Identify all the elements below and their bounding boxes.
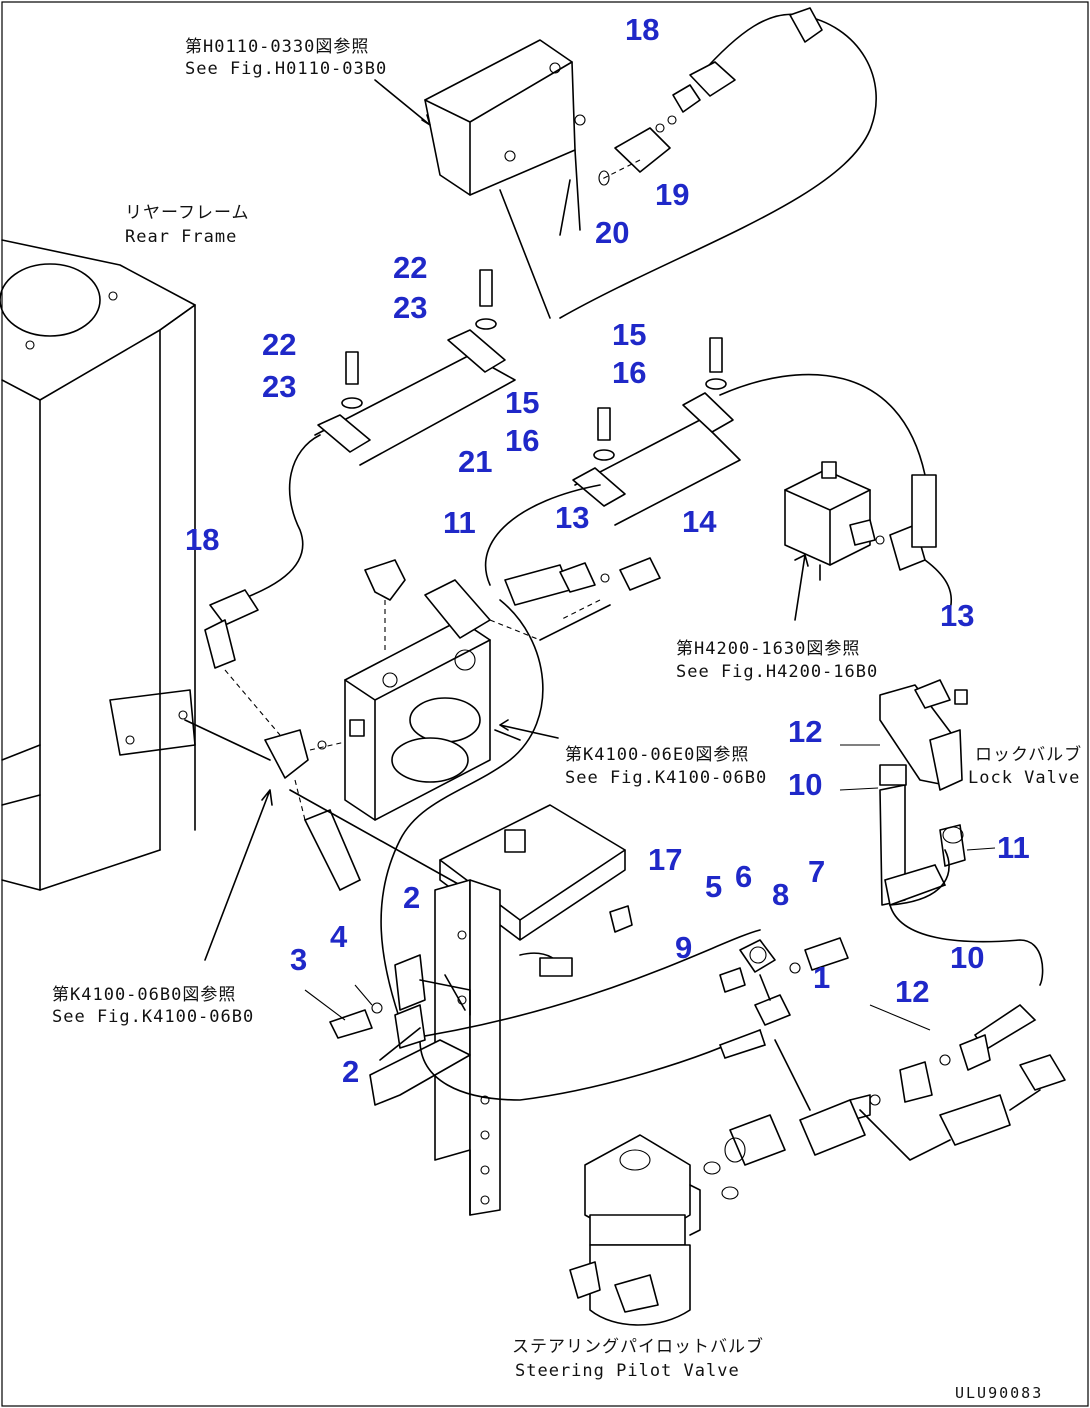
- callout-23-upper: 23: [393, 290, 427, 325]
- hose-13-left: [504, 557, 661, 621]
- callout-17: 17: [648, 842, 682, 877]
- callout-16-right: 16: [612, 355, 646, 390]
- rear-frame: [0, 239, 196, 891]
- callout-numbers: 18 19 20 22 23 22 23 21 15 16 15 16 14 1…: [185, 12, 1030, 1089]
- lock-valve-assembly: [879, 679, 1044, 1071]
- ref-steering-pilot-jp: ステアリングパイロットバルブ: [512, 1336, 764, 1357]
- ref-lock-valve-jp: ロックバルブ: [975, 744, 1082, 765]
- callout-2-top: 2: [403, 880, 420, 915]
- clamp-assembly-14: [484, 337, 926, 586]
- leader-h0110: [374, 79, 431, 126]
- reference-labels: 第H0110-0330図参照 See Fig.H0110-03B0 リヤーフレー…: [52, 37, 1082, 1402]
- center-valve-block: [344, 559, 611, 821]
- callout-15-left: 15: [505, 385, 539, 420]
- callout-14: 14: [682, 504, 717, 539]
- callout-6: 6: [735, 859, 752, 894]
- callout-18-top: 18: [625, 12, 659, 47]
- callout-12-lower: 12: [895, 974, 929, 1009]
- callout-2-bottom: 2: [342, 1054, 359, 1089]
- ref-h4200-jp: 第H4200-1630図参照: [676, 639, 860, 659]
- upper-bracket: [424, 39, 610, 319]
- callout-19: 19: [655, 177, 689, 212]
- drawing-code: ULU90083: [955, 1384, 1043, 1402]
- ref-lock-valve-en: Lock Valve: [968, 768, 1080, 788]
- ref-k4100-center-jp: 第K4100-06E0図参照: [565, 745, 749, 765]
- lower-connectors: [703, 1039, 1066, 1200]
- upper-hose-assembly: [559, 7, 877, 319]
- callout-7: 7: [808, 854, 825, 889]
- hose-loops: [380, 599, 761, 1101]
- clamp-1: [718, 937, 849, 1059]
- ref-rear-frame-jp: リヤーフレーム: [125, 203, 249, 223]
- callout-15-right: 15: [612, 317, 646, 352]
- clamp-2: [329, 954, 471, 1061]
- ref-k4100-center-en: See Fig.K4100-06B0: [565, 768, 767, 788]
- steering-pilot-valve: [569, 1134, 701, 1326]
- callout-18-left: 18: [185, 522, 219, 557]
- leader-k4100-left: [204, 789, 273, 961]
- callout-11-top: 11: [443, 505, 476, 540]
- callout-21: 21: [458, 444, 492, 479]
- leader-k4100-center: [499, 719, 559, 739]
- ref-h0110-jp: 第H0110-0330図参照: [185, 37, 369, 57]
- ref-steering-pilot-en: Steering Pilot Valve: [515, 1361, 740, 1381]
- callout-5: 5: [705, 869, 722, 904]
- callout-22-upper: 22: [393, 250, 427, 285]
- callout-10-top: 10: [788, 767, 822, 802]
- callout-16-left: 16: [505, 423, 539, 458]
- callout-1: 1: [813, 960, 830, 995]
- ref-rear-frame-en: Rear Frame: [125, 227, 237, 247]
- callout-20: 20: [595, 215, 629, 250]
- ref-h4200-en: See Fig.H4200-16B0: [676, 662, 878, 682]
- clamp-assembly-21: [239, 269, 516, 601]
- callout-leaders: [304, 744, 996, 1031]
- callout-12-top: 12: [788, 714, 822, 749]
- mount-bracket: [369, 804, 633, 1216]
- callout-10-lower: 10: [950, 940, 984, 975]
- callout-9: 9: [675, 930, 692, 965]
- ref-h0110-en: See Fig.H0110-03B0: [185, 59, 387, 79]
- callout-22-left: 22: [262, 327, 296, 362]
- h4200-valve-block: [784, 461, 952, 621]
- callout-11-right: 11: [997, 830, 1030, 865]
- ref-k4100-left-en: See Fig.K4100-06B0: [52, 1007, 254, 1027]
- ref-k4100-left-jp: 第K4100-06B0図参照: [52, 985, 236, 1005]
- callout-3: 3: [290, 942, 307, 977]
- callout-8: 8: [772, 877, 789, 912]
- callout-13-left: 13: [555, 500, 589, 535]
- callout-23-left: 23: [262, 369, 296, 404]
- callout-4: 4: [330, 919, 348, 954]
- callout-13-right: 13: [940, 598, 974, 633]
